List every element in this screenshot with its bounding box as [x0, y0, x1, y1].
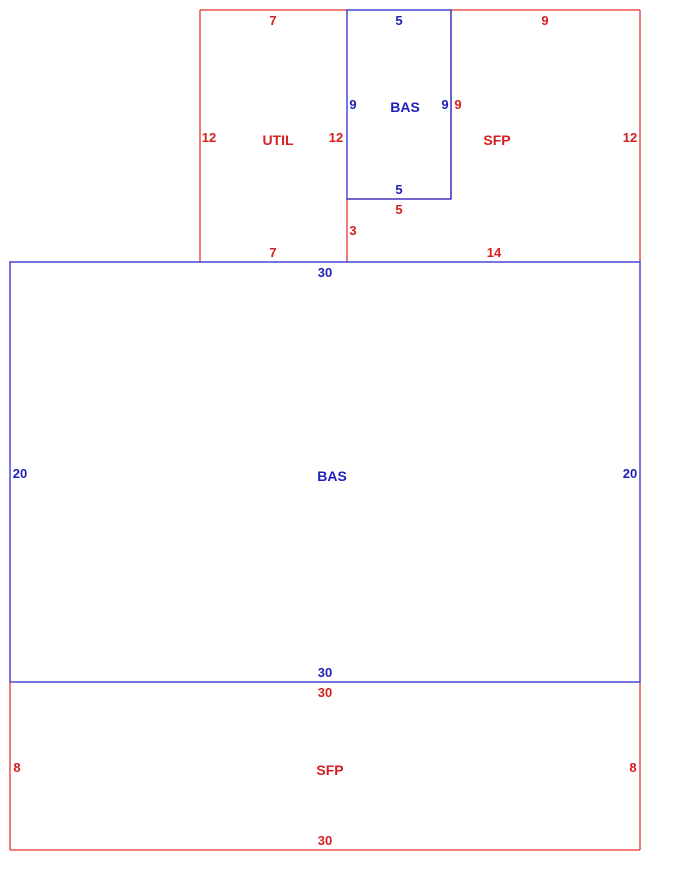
util-left-dimension: 12	[202, 130, 216, 145]
bas-main-top-dimension: 30	[318, 265, 332, 280]
sfp-top-drop-dimension: 3	[349, 223, 356, 238]
bas-main-room	[9, 261, 641, 683]
bas-top-area-label: BAS	[390, 99, 420, 115]
sfp-bottom-top-dimension: 30	[318, 685, 332, 700]
bas-main-left-dimension: 20	[13, 466, 27, 481]
sfp-top-left-dimension: 9	[454, 97, 461, 112]
bas-top-bottom-dimension: 5	[395, 182, 402, 197]
sfp-top-top-dimension: 9	[541, 13, 548, 28]
bas-main-bottom-dimension: 30	[318, 665, 332, 680]
util-top-dimension: 7	[269, 13, 276, 28]
bas-main-right-dimension: 20	[623, 466, 637, 481]
sfp-top-right-dimension: 12	[623, 130, 637, 145]
util-right-dimension: 12	[329, 130, 343, 145]
bas-main-area-label: BAS	[317, 468, 347, 484]
sfp-bottom-bottom-dimension: 30	[318, 833, 332, 848]
util-area-label: UTIL	[262, 132, 294, 148]
util-room	[199, 9, 348, 262]
sfp-bottom-area-label: SFP	[316, 762, 343, 778]
util-bottom-dimension: 7	[269, 245, 276, 260]
bas-top-room	[346, 9, 452, 200]
sfp-top-area-label: SFP	[483, 132, 510, 148]
bas-top-left-dimension: 9	[349, 97, 356, 112]
sfp-bottom-left-dimension: 8	[13, 760, 20, 775]
bas-top-right-dimension: 9	[441, 97, 448, 112]
sfp-top-step-dimension: 5	[395, 202, 402, 217]
sfp-bottom-room	[9, 682, 641, 851]
sfp-bottom-right-dimension: 8	[629, 760, 636, 775]
sfp-top-bottom-dimension: 14	[487, 245, 502, 260]
bas-top-top-dimension: 5	[395, 13, 402, 28]
